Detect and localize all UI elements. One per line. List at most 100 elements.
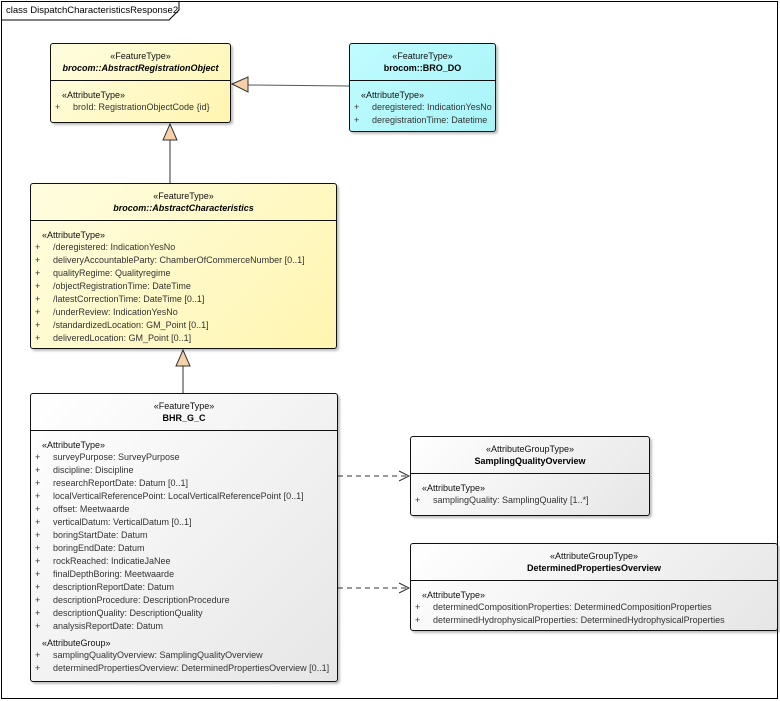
attribute-text: /deregistered: IndicationYesNo — [53, 242, 176, 252]
attribute-text: descriptionQuality: DescriptionQuality — [53, 608, 203, 618]
visibility-marker: + — [35, 608, 41, 618]
class-name: brocom::BRO_DO — [383, 63, 462, 73]
class-header: «FeatureType»BHR_G_C — [31, 394, 337, 431]
attribute-row[interactable]: + descriptionQuality: DescriptionQuality — [31, 607, 337, 620]
attribute-row[interactable]: + determinedPropertiesOverview: Determine… — [31, 662, 337, 675]
attribute-row[interactable]: +/standardizedLocation: GM_Point [0..1] — [31, 319, 336, 332]
attribute-row[interactable]: +broId: RegistrationObjectCode {id} — [51, 101, 230, 114]
attribute-row[interactable]: +determinedHydrophysicalProperties: Dete… — [411, 614, 777, 627]
class-sampling-quality-overview[interactable]: «AttributeGroupType» SamplingQualityOverv… — [410, 436, 650, 516]
attribute-text: deregistered: IndicationYesNo — [372, 102, 492, 112]
section-stereotype: «AttributeGroup» — [42, 638, 111, 648]
attribute-row[interactable]: + deregistrationTime: Datetime — [350, 114, 495, 127]
attribute-text: deregistrationTime: Datetime — [372, 115, 488, 125]
class-abstract-registration-object[interactable]: «FeatureType»brocom::AbstractRegistratio… — [50, 43, 231, 123]
attribute-row[interactable]: +/objectRegistrationTime: DateTime — [31, 280, 336, 293]
class-bro-do[interactable]: «FeatureType»brocom::BRO_DO«AttributeTyp… — [349, 43, 496, 132]
section-stereotype: «AttributeType» — [42, 230, 106, 240]
visibility-marker: + — [35, 281, 41, 291]
attribute-text: /underReview: IndicationYesNo — [53, 307, 178, 317]
visibility-marker: + — [415, 615, 421, 625]
attribute-row[interactable]: +deliveredLocation: GM_Point [0..1] — [31, 332, 336, 345]
generalization-arrowhead-bhr — [175, 348, 191, 367]
visibility-marker: + — [35, 530, 41, 540]
stereotype-label: «FeatureType» — [110, 51, 171, 61]
attribute-row[interactable]: + boringStartDate: Datum — [31, 529, 337, 542]
visibility-marker: + — [415, 495, 421, 505]
diagram-title-tab: class DispatchCharacteristicsResponse2 — [1, 1, 180, 21]
class-abstract-characteristics[interactable]: «FeatureType»brocom::AbstractCharacteris… — [30, 183, 337, 349]
visibility-marker: + — [354, 115, 360, 125]
visibility-marker: + — [35, 333, 41, 343]
attribute-text: /standardizedLocation: GM_Point [0..1] — [53, 320, 209, 330]
attribute-row[interactable]: + /deregistered: IndicationYesNo — [31, 241, 336, 254]
attribute-row[interactable]: +surveyPurpose: SurveyPurpose — [31, 451, 337, 464]
attribute-row[interactable]: +localVerticalReferencePoint: LocalVerti… — [31, 490, 337, 503]
visibility-marker: + — [35, 294, 41, 304]
attribute-row[interactable]: + analysisReportDate: Datum — [31, 620, 337, 633]
visibility-marker: + — [415, 602, 421, 612]
attribute-text: determinedPropertiesOverview: Determined… — [53, 663, 330, 673]
attribute-text: boringStartDate: Datum — [53, 530, 148, 540]
class-name: brocom::AbstractCharacteristics — [113, 203, 254, 213]
attribute-compartment: «AttributeType»+/deregistered: Indicatio… — [31, 221, 336, 345]
attribute-text: samplingQuality: SamplingQuality [1..*] — [433, 495, 589, 505]
generalization-arrowhead-ac — [162, 122, 178, 141]
attribute-row[interactable]: +descriptionProcedure: DescriptionProced… — [31, 594, 337, 607]
attribute-row[interactable]: +boringEndDate: Datum — [31, 542, 337, 555]
attribute-row[interactable]: +researchReportDate: Datum [0..1] — [31, 477, 337, 490]
attribute-text: samplingQualityOverview: SamplingQuality… — [53, 650, 263, 660]
class-name: DeterminedPropertiesOverview — [526, 563, 662, 573]
visibility-marker: + — [35, 307, 41, 317]
attribute-row[interactable]: + /underReview: IndicationYesNo — [31, 306, 336, 319]
attribute-row[interactable]: + qualityRegime: Qualityregime — [31, 267, 336, 280]
attribute-compartment: «AttributeType»+ samplingQuality: Samplin… — [411, 474, 649, 507]
class-determined-properties-overview[interactable]: «AttributeGroupType»DeterminedProperties… — [410, 543, 778, 631]
visibility-marker: + — [354, 102, 360, 112]
attribute-text: finalDepthBoring: Meetwaarde — [53, 569, 175, 579]
diagram-title: class DispatchCharacteristicsResponse2 — [6, 5, 179, 16]
dependency-arrowhead-sqo — [398, 470, 411, 482]
attribute-compartment: «AttributeType»+determinedCompositionPro… — [411, 581, 777, 627]
attribute-row[interactable]: +/latestCorrectionTime: DateTime [0..1] — [31, 293, 336, 306]
attribute-text: verticalDatum: VerticalDatum [0..1] — [53, 517, 192, 527]
stereotype-label: «AttributeGroupType» — [485, 444, 575, 454]
class-name: SamplingQualityOverview — [474, 456, 586, 466]
class-bhr-g-c[interactable]: «FeatureType»BHR_G_C«AttributeType»+surv… — [30, 393, 338, 682]
visibility-marker: + — [35, 595, 41, 605]
visibility-marker: + — [35, 268, 41, 278]
visibility-marker: + — [35, 478, 41, 488]
attribute-text: deliveryAccountableParty: ChamberOfComme… — [53, 255, 305, 265]
attribute-row[interactable]: + deregistered: IndicationYesNo — [350, 101, 495, 114]
visibility-marker: + — [35, 255, 41, 265]
attribute-row[interactable]: +discipline: Discipline — [31, 464, 337, 477]
class-header: «FeatureType»brocom::AbstractRegistratio… — [51, 44, 230, 81]
attribute-row[interactable]: + finalDepthBoring: Meetwaarde — [31, 568, 337, 581]
attribute-row[interactable]: +offset: Meetwaarde — [31, 503, 337, 516]
visibility-marker: + — [35, 491, 41, 501]
visibility-marker: + — [35, 663, 41, 673]
attribute-text: descriptionReportDate: Datum — [53, 582, 175, 592]
class-header: «FeatureType»brocom::BRO_DO — [350, 44, 495, 81]
attribute-row[interactable]: +verticalDatum: VerticalDatum [0..1] — [31, 516, 337, 529]
visibility-marker: + — [35, 582, 41, 592]
attribute-row[interactable]: + descriptionReportDate: Datum — [31, 581, 337, 594]
stereotype-label: «FeatureType» — [153, 191, 214, 201]
attribute-row[interactable]: +rockReached: IndicatieJaNee — [31, 555, 337, 568]
visibility-marker: + — [35, 621, 41, 631]
stereotype-label: «FeatureType» — [153, 401, 215, 411]
attribute-row[interactable]: +determinedCompositionProperties: Determ… — [411, 601, 777, 614]
attribute-row[interactable]: +samplingQualityOverview: SamplingQualit… — [31, 649, 337, 662]
generalization-line-bro-do — [247, 84, 350, 87]
attribute-text: analysisReportDate: Datum — [53, 621, 164, 631]
attribute-text: broId: RegistrationObjectCode {id} — [73, 102, 210, 112]
visibility-marker: + — [35, 242, 41, 252]
attribute-row[interactable]: + samplingQuality: SamplingQuality [1..*] — [411, 494, 649, 507]
visibility-marker: + — [35, 569, 41, 579]
class-name: brocom::AbstractRegistrationObject — [62, 63, 219, 73]
section-stereotype: «AttributeType» — [422, 483, 486, 493]
class-header: «FeatureType»brocom::AbstractCharacteris… — [31, 184, 336, 221]
attribute-text: qualityRegime: Qualityregime — [53, 268, 171, 278]
attribute-row[interactable]: + deliveryAccountableParty: ChamberOfComm… — [31, 254, 336, 267]
